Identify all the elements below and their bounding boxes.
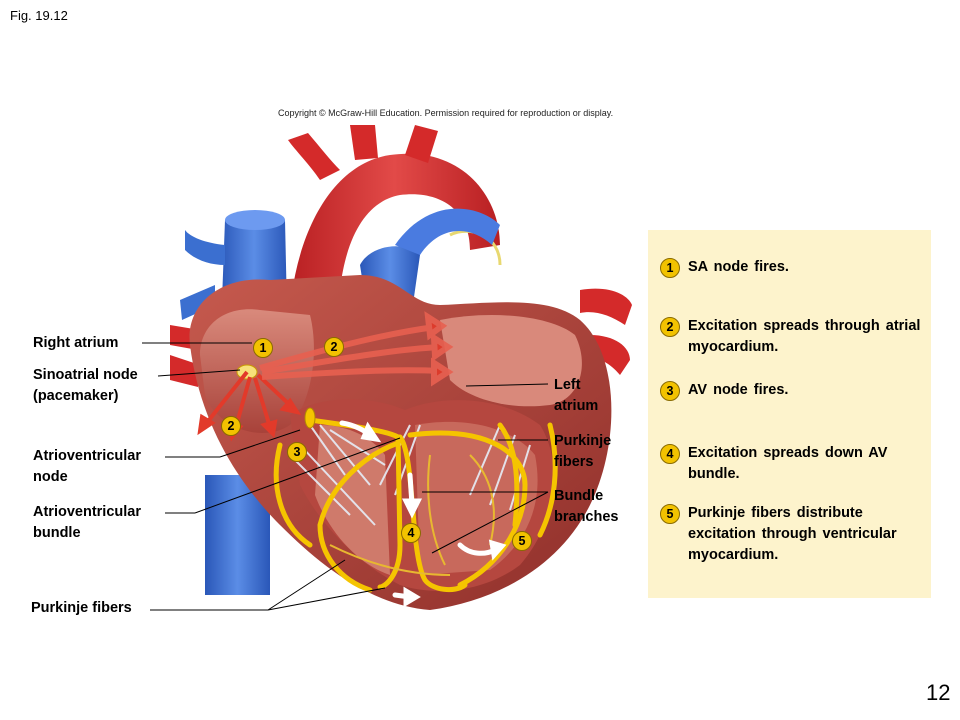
label-purkinje-fibers-left: Purkinje fibers [31, 600, 132, 616]
badge-step-5: 5 [512, 531, 532, 551]
label-purkinje-fibers-right: Purkinje fibers [554, 433, 612, 470]
label-sinoatrial-node: Sinoatrial node (pacemaker) [33, 367, 138, 404]
badge-step-4: 4 [401, 523, 421, 543]
aortic-branch [288, 133, 340, 180]
step-number-badge: 2 [660, 317, 680, 337]
aortic-branch [350, 125, 378, 160]
badge-step-3: 3 [287, 442, 307, 462]
aorta [288, 153, 500, 375]
label-left-atrium: Left atrium [554, 377, 599, 414]
badge-step-2-atrium: 2 [324, 337, 344, 357]
step-text: Excitation spreads through atrial myocar… [688, 318, 921, 355]
aortic-branch [405, 125, 438, 163]
figure-label: Fig. 19.12 [10, 8, 68, 23]
step-number-badge: 5 [660, 504, 680, 524]
step-text: AV node fires. [688, 382, 789, 398]
left-atrium [440, 315, 582, 407]
label-right-atrium: Right atrium [33, 335, 119, 351]
step-number-badge: 4 [660, 444, 680, 464]
label-bundle-branches: Bundle branches [554, 488, 619, 525]
step-number-badge: 3 [660, 381, 680, 401]
step-text: Purkinje fibers distribute excitation th… [688, 505, 897, 563]
steps-panel: 1 SA node fires. 2 Excitation spreads th… [648, 230, 931, 598]
label-atrioventricular-node: Atrioventricular node [33, 448, 141, 485]
step-text: Excitation spreads down AV bundle. [688, 445, 888, 482]
step-text: SA node fires. [688, 259, 789, 275]
step-number-badge: 1 [660, 258, 680, 278]
copyright-notice: Copyright © McGraw-Hill Education. Permi… [278, 108, 614, 118]
badge-step-1: 1 [253, 338, 273, 358]
av-node [304, 407, 316, 429]
label-atrioventricular-bundle: Atrioventricular bundle [33, 504, 141, 541]
page-number: 12 [926, 680, 951, 705]
badge-step-2-lower: 2 [221, 416, 241, 436]
